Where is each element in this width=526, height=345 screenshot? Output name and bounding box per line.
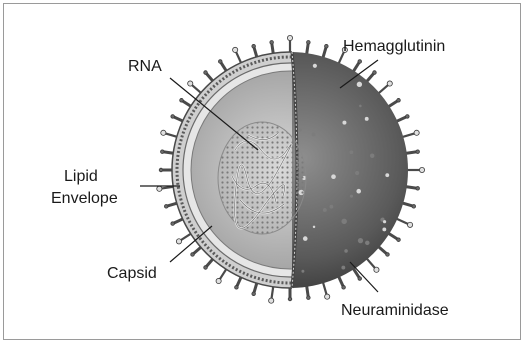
surface-protein — [355, 171, 359, 175]
spike-tip — [387, 81, 392, 86]
spike-tip — [307, 41, 311, 45]
spike-tip — [180, 98, 184, 102]
spike-tip — [216, 278, 221, 283]
spike-tip — [269, 298, 274, 303]
spike-tip — [191, 253, 195, 257]
spike-tip — [188, 81, 193, 86]
surface-protein — [303, 236, 308, 241]
surface-protein — [341, 266, 345, 270]
spike-tip — [307, 296, 311, 300]
surface-protein — [301, 270, 304, 273]
surface-protein — [329, 205, 333, 209]
spike-tip — [325, 44, 329, 48]
surface-protein — [365, 117, 369, 121]
spike-tip — [157, 186, 162, 191]
surface-protein — [350, 195, 353, 198]
surface-protein — [382, 218, 385, 221]
rna-core — [218, 122, 306, 234]
surface-protein — [313, 226, 315, 228]
spike-tip — [374, 267, 379, 272]
surface-protein — [358, 238, 363, 243]
spike-tip — [164, 205, 168, 209]
hemagglutinin-label: Hemagglutinin — [343, 38, 445, 56]
surface-protein — [357, 82, 362, 87]
spike-tip — [373, 71, 377, 75]
spike-tip — [171, 115, 175, 119]
spike-tip — [218, 60, 222, 64]
neuraminidase-label: Neuraminidase — [341, 302, 449, 320]
spike-tip — [159, 168, 163, 172]
spike-tip — [235, 286, 239, 290]
envelope-label: Envelope — [51, 190, 118, 208]
surface-protein — [331, 174, 336, 179]
surface-protein — [365, 241, 370, 246]
surface-protein — [349, 150, 353, 154]
spike-tip — [412, 205, 416, 209]
spike-tip — [161, 150, 165, 154]
spike-tip — [204, 71, 208, 75]
spike-tip — [171, 222, 175, 226]
spike-tip — [325, 294, 330, 299]
spike-tip — [386, 253, 390, 257]
surface-protein — [313, 64, 317, 68]
rna-label: RNA — [128, 58, 162, 76]
spike-tip — [416, 187, 420, 191]
spike-tip — [252, 292, 256, 296]
surface-protein — [342, 121, 346, 125]
lipid-label: Lipid — [64, 168, 98, 186]
spike-tip — [419, 167, 424, 172]
spike-tip — [406, 115, 410, 119]
spike-tip — [233, 47, 238, 52]
surface-protein — [370, 154, 374, 158]
surface-protein — [344, 249, 348, 253]
spike-tip — [176, 239, 181, 244]
spike-tip — [161, 130, 166, 135]
spike-tip — [287, 35, 292, 40]
capsid-label: Capsid — [107, 265, 157, 283]
surface-protein — [385, 173, 389, 177]
spike-tip — [358, 277, 362, 281]
spike-tip — [288, 297, 292, 301]
spike-tip — [397, 98, 401, 102]
surface-protein — [383, 220, 386, 223]
surface-protein — [341, 219, 346, 224]
spike-tip — [397, 238, 401, 242]
spike-tip — [414, 130, 419, 135]
surface-protein — [382, 227, 386, 231]
spike-tip — [204, 266, 208, 270]
spike-tip — [407, 222, 412, 227]
surface-protein — [359, 105, 362, 108]
spike-tip — [252, 44, 256, 48]
spike-tip — [270, 41, 274, 45]
surface-protein — [323, 208, 327, 212]
spike-tip — [342, 286, 346, 290]
surface-protein — [356, 189, 361, 194]
spike-tip — [416, 150, 420, 154]
surface-protein — [299, 128, 302, 131]
surface-protein — [312, 132, 316, 136]
spike-tip — [358, 60, 362, 64]
